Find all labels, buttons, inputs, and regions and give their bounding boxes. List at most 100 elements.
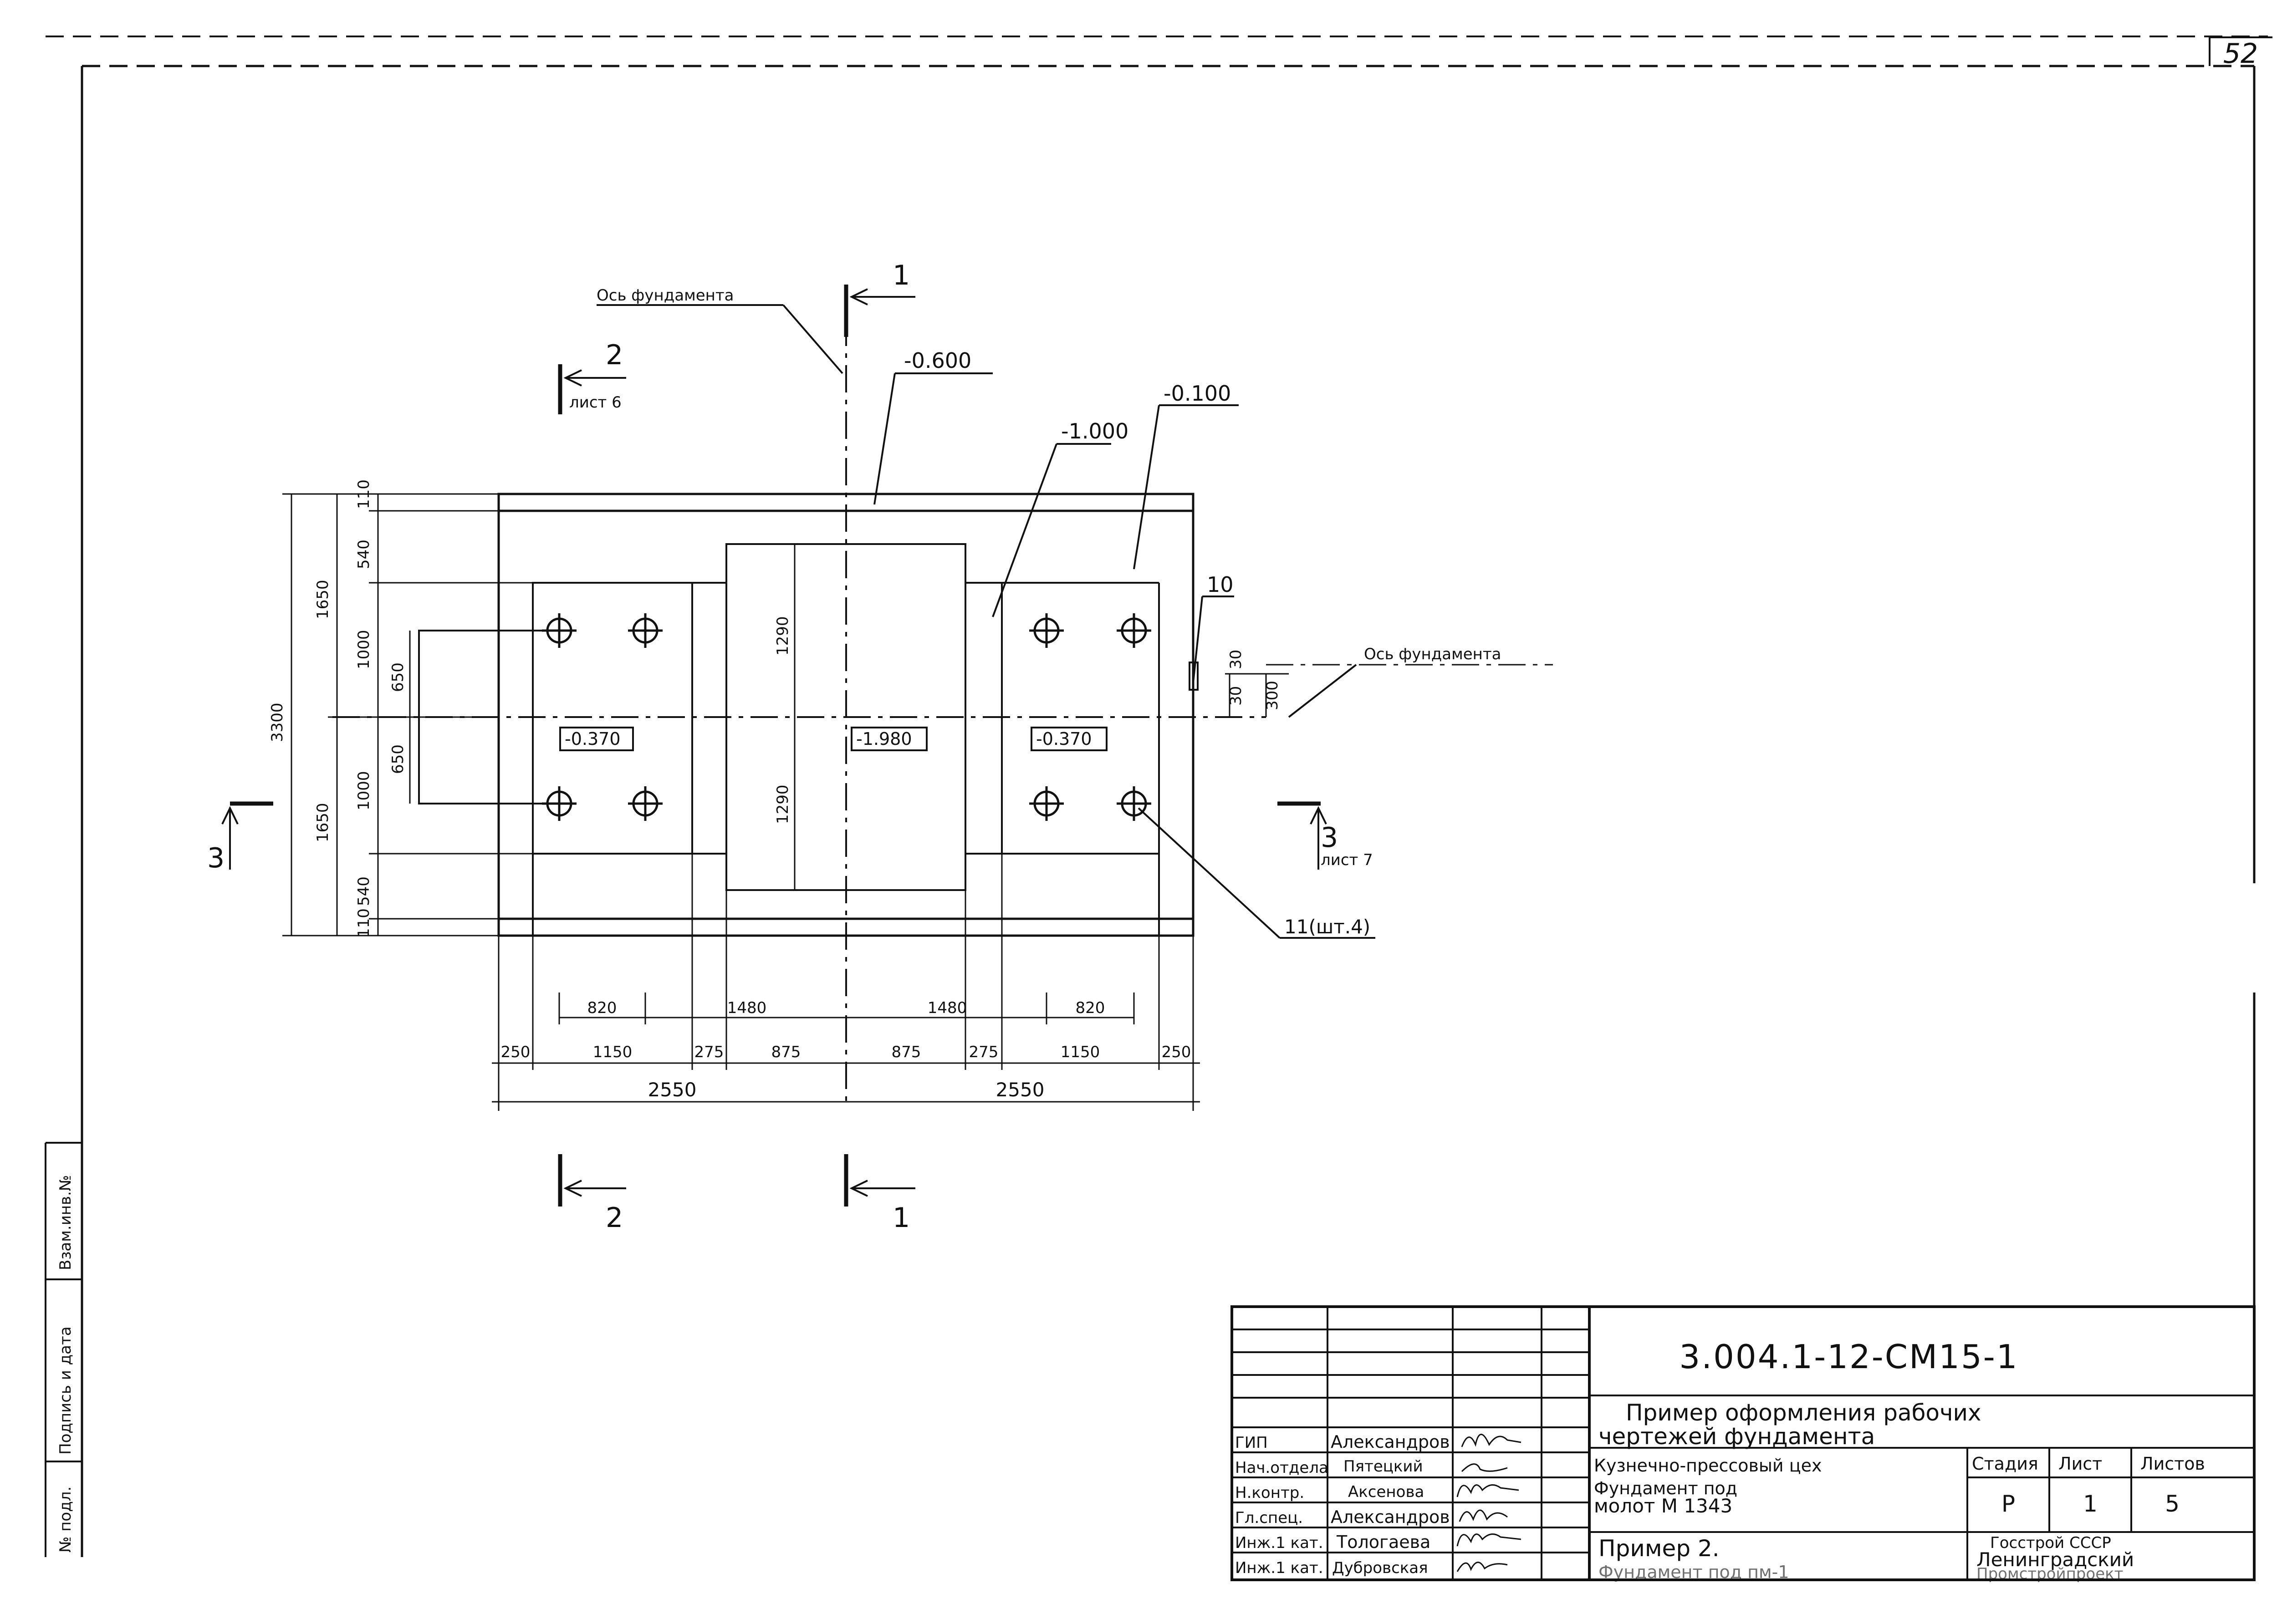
signatures [1456, 1434, 1521, 1572]
elevation-minus-0100: -0.100 [1164, 381, 1231, 406]
doc-title-line1: Пример оформления рабочих [1626, 1400, 1981, 1426]
dim-1290-bottom: 1290 [774, 784, 792, 824]
name-4: Тологаева [1336, 1532, 1430, 1552]
dim-1480-right: 1480 [928, 999, 967, 1017]
stage-value: Р [2001, 1491, 2015, 1517]
section-3-left-label: 3 [207, 842, 225, 874]
name-2: Аксенова [1348, 1483, 1424, 1501]
dim-250-right: 250 [1162, 1043, 1191, 1061]
name-1: Пятецкий [1343, 1457, 1423, 1476]
role-0: ГИП [1235, 1434, 1268, 1452]
axis-label-right: Ось фундамента [1364, 645, 1501, 663]
section-markers [230, 285, 1321, 1207]
axis-label-top: Ось фундамента [597, 286, 734, 305]
bolt-hole-icon [628, 613, 663, 648]
bolt-hole-icon [628, 786, 663, 821]
stamp-vzam-inv: Взам.инв.№ [56, 1175, 75, 1270]
dim-110-top: 110 [355, 479, 373, 509]
dim-875-left: 875 [771, 1043, 801, 1061]
dim-1290-top: 1290 [774, 616, 792, 656]
object-line3: молот М 1343 [1594, 1495, 1732, 1517]
object-line1: Кузнечно-прессовый цех [1594, 1456, 1822, 1476]
dim-1150-left: 1150 [593, 1043, 633, 1061]
object-line2: Фундамент под [1594, 1478, 1737, 1498]
bolt-hole-icon [1029, 786, 1064, 821]
dim-250-left: 250 [501, 1043, 531, 1061]
left-recess [532, 582, 693, 936]
elevation-minus-1980: -1.980 [856, 729, 912, 749]
bolt-hole-icon [1029, 613, 1064, 648]
section-arrows [221, 288, 1327, 1197]
signature-icon [1461, 1434, 1521, 1447]
dim-1000-top: 1000 [355, 630, 373, 669]
dim-1650-bottom: 1650 [314, 803, 332, 842]
bolt-hole-icon [542, 613, 577, 648]
callout-item-10: 10 [1207, 572, 1234, 597]
bolt-hole-icon [1117, 786, 1151, 821]
leaders [597, 304, 1375, 939]
signature-icon [1461, 1463, 1508, 1472]
org-line2: Ленинградский [1976, 1548, 2134, 1571]
section-1-bottom-label: 1 [893, 1202, 910, 1234]
dim-30-b: 30 [1227, 686, 1245, 706]
name-3: Александров [1331, 1507, 1450, 1527]
title-block [1230, 1305, 2256, 1581]
dim-275-left: 275 [694, 1043, 724, 1061]
dim-110-bottom: 110 [355, 908, 373, 938]
dim-820-left: 820 [587, 999, 617, 1017]
bolt-hole-icon [542, 786, 577, 821]
stage-header: Стадия [1972, 1454, 2038, 1474]
signature-icon [1459, 1509, 1508, 1522]
signature-icon [1456, 1484, 1519, 1497]
anchor-bolts [542, 613, 1151, 821]
dim-1650-top: 1650 [314, 580, 332, 619]
section-2-top-sheet: лист 6 [569, 393, 622, 412]
bolt-hole-icon [1117, 613, 1151, 648]
signature-icon [1456, 1562, 1508, 1572]
dim-1150-right: 1150 [1061, 1043, 1100, 1061]
dim-1000-bottom: 1000 [355, 771, 373, 810]
callout-item-11: 11(шт.4) [1284, 916, 1370, 938]
dim-3300: 3300 [268, 703, 286, 742]
sheets-value: 5 [2165, 1491, 2180, 1517]
dim-820-right: 820 [1076, 999, 1105, 1017]
role-2: Н.контр. [1235, 1484, 1304, 1502]
page-number: 52 [2223, 38, 2258, 70]
role-1: Нач.отдела [1235, 1459, 1328, 1477]
dim-875-right: 875 [892, 1043, 921, 1061]
dim-650-bottom: 650 [389, 744, 407, 774]
sheet-header: Лист [2058, 1454, 2102, 1474]
section-2-bottom-label: 2 [606, 1202, 623, 1234]
drawing-name-cut: Фундамент под пм-1 [1598, 1562, 1789, 1582]
section-3-right-label: 3 [1321, 822, 1338, 854]
stamp-podpis-data: Подпись и дата [56, 1326, 75, 1455]
dim-650-top: 650 [389, 662, 407, 692]
side-stamp [45, 1142, 82, 1557]
dim-300: 300 [1263, 681, 1281, 710]
role-4: Инж.1 кат. [1235, 1534, 1323, 1552]
section-1-top-label: 1 [893, 260, 910, 291]
sheet-value: 1 [2083, 1491, 2098, 1517]
dim-540-top: 540 [355, 540, 373, 569]
org-line1: Госстрой СССР [1990, 1534, 2111, 1552]
dim-1480-left: 1480 [727, 999, 767, 1017]
stamp-inv-podl: № подл. [56, 1487, 75, 1553]
dim-2550-right: 2550 [996, 1079, 1045, 1101]
elevation-minus-0370-right: -0.370 [1036, 729, 1092, 749]
foundation-plan [332, 319, 1553, 1106]
section-2-top-label: 2 [606, 339, 623, 371]
sheets-header: Листов [2140, 1454, 2205, 1474]
elevation-minus-0370-left: -0.370 [565, 729, 621, 749]
doc-code: 3.004.1-12-СМ15-1 [1679, 1338, 2018, 1376]
role-3: Гл.спец. [1235, 1509, 1303, 1527]
drawing-name: Пример 2. [1598, 1535, 1720, 1562]
sheet-frame [46, 36, 2272, 1580]
signature-icon [1456, 1533, 1521, 1547]
left-dimension-lines [282, 493, 1289, 937]
doc-title-line2: чертежей фундамента [1598, 1423, 1875, 1450]
dim-275-right: 275 [969, 1043, 999, 1061]
elevation-minus-1000: -1.000 [1061, 419, 1128, 443]
dim-2550-left: 2550 [648, 1079, 697, 1101]
role-5: Инж.1 кат. [1235, 1559, 1323, 1577]
